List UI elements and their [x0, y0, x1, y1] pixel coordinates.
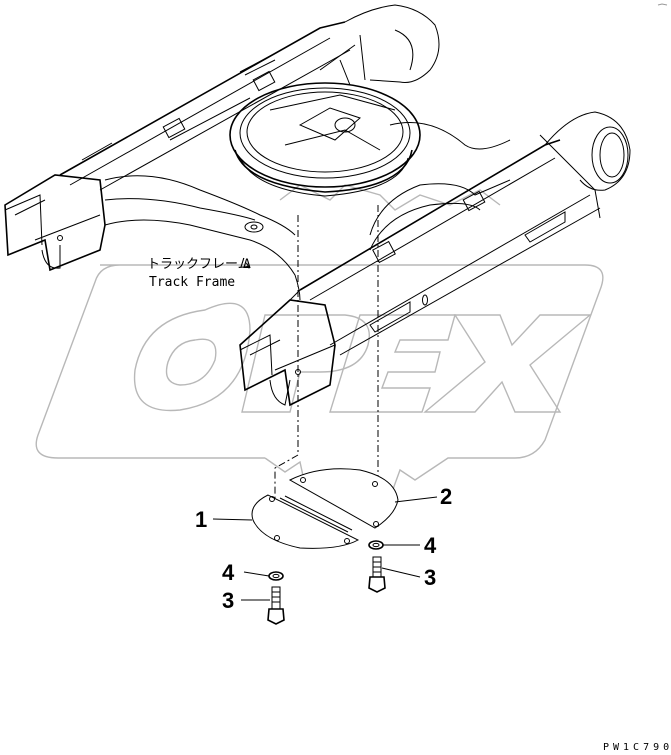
corner-mark-icon [657, 3, 668, 6]
washer-left [268, 571, 284, 581]
callout-4-right: 4 [424, 533, 437, 558]
callout-3-right: 3 [424, 565, 436, 590]
bolt-left [267, 586, 285, 625]
track-frame-label: トラックフレーム Δ Track Frame [147, 257, 251, 290]
track-frame-label-jp: トラックフレーム [147, 257, 251, 272]
callout-3-left: 3 [222, 588, 234, 613]
bolt-right [368, 556, 386, 593]
track-frame-label-mark: Δ [243, 257, 251, 272]
washer-right [368, 540, 384, 550]
leader-lines [212, 496, 438, 601]
callout-4-left: 4 [222, 560, 235, 585]
callout-1: 1 [195, 507, 207, 532]
track-frame [4, 4, 631, 407]
cover-plate-2 [288, 468, 399, 529]
callout-2: 2 [440, 484, 452, 509]
cover-plate-1 [251, 494, 360, 549]
swing-circle [229, 82, 421, 197]
watermark-opex [35, 184, 604, 501]
track-frame-label-en: Track Frame [149, 275, 235, 290]
drawing-code: PW1C790 [603, 742, 671, 753]
